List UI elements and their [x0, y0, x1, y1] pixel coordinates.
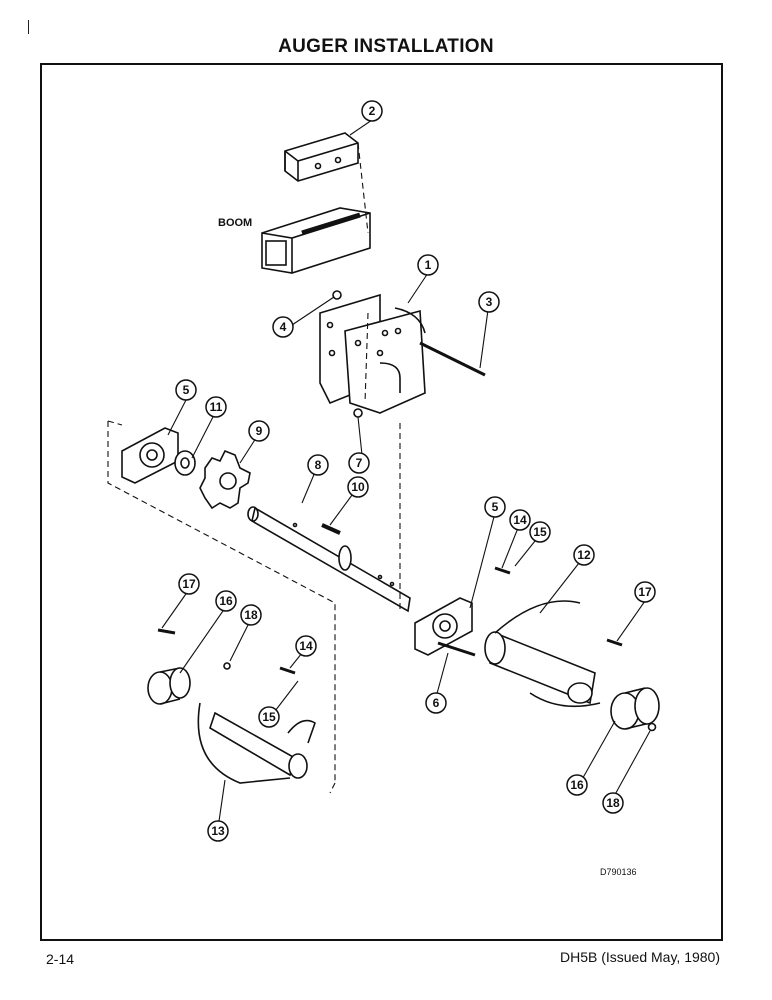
svg-text:8: 8 [315, 458, 322, 472]
callout-17-left: 17 [178, 573, 200, 595]
svg-text:16: 16 [219, 594, 233, 608]
svg-text:4: 4 [280, 320, 287, 334]
callout-18-right: 18 [602, 792, 624, 814]
auger-part-12 [484, 600, 601, 708]
callout-7: 7 [348, 452, 370, 474]
margin-mark [28, 20, 29, 34]
svg-text:13: 13 [211, 824, 225, 838]
callout-8: 8 [307, 454, 329, 476]
end-cap-right [610, 687, 660, 730]
svg-text:17: 17 [182, 577, 196, 591]
boom-tube [261, 207, 371, 274]
callout-12: 12 [573, 544, 595, 566]
svg-text:17: 17 [638, 585, 652, 599]
callout-6: 6 [425, 692, 447, 714]
auger-part-13 [197, 702, 316, 784]
flange-bearing-left [121, 427, 179, 484]
callout-3: 3 [478, 291, 500, 313]
callout-15-right: 15 [529, 521, 551, 543]
sprocket-part-9 [199, 449, 251, 510]
svg-text:7: 7 [356, 456, 363, 470]
svg-text:11: 11 [210, 400, 223, 414]
callout-9: 9 [248, 420, 270, 442]
callout-16-left: 16 [215, 590, 237, 612]
svg-text:9: 9 [256, 424, 263, 438]
svg-text:14: 14 [513, 513, 527, 527]
drawing-id: D790136 [600, 867, 637, 877]
svg-text:5: 5 [492, 500, 499, 514]
svg-text:18: 18 [244, 608, 258, 622]
page-title: AUGER INSTALLATION [278, 36, 494, 57]
callout-11: 11 [205, 396, 227, 418]
callout-2: 2 [361, 100, 383, 122]
svg-text:12: 12 [577, 548, 591, 562]
callout-bubbles: 2 1 3 4 5 11 9 7 8 10 5 14 15 12 17 16 1… [175, 100, 656, 842]
svg-text:3: 3 [486, 295, 493, 309]
callout-10: 10 [347, 476, 369, 498]
svg-text:10: 10 [351, 480, 365, 494]
callout-17-right: 17 [634, 581, 656, 603]
document-reference: DH5B (Issued May, 1980) [559, 949, 720, 965]
svg-text:6: 6 [433, 696, 440, 710]
svg-text:1: 1 [425, 258, 432, 272]
callout-14-left: 14 [295, 635, 317, 657]
mount-bracket-part-1 [319, 293, 426, 414]
svg-text:18: 18 [606, 796, 620, 810]
callout-13: 13 [207, 820, 229, 842]
svg-text:2: 2 [369, 104, 376, 118]
callout-5-left: 5 [175, 379, 197, 401]
flange-bearing-right [414, 597, 473, 656]
callout-5-right: 5 [484, 496, 506, 518]
shaft-part-8 [247, 506, 411, 613]
svg-text:15: 15 [262, 710, 276, 724]
svg-text:14: 14 [299, 639, 313, 653]
svg-text:5: 5 [183, 383, 190, 397]
callout-14-right: 14 [509, 509, 531, 531]
boom-label: BOOM [218, 217, 252, 229]
callout-16-right: 16 [566, 774, 588, 796]
callout-4: 4 [272, 316, 294, 338]
callout-1: 1 [417, 254, 439, 276]
end-cap-left [147, 667, 191, 705]
exploded-parts-diagram: 2 1 3 4 5 11 9 7 8 10 5 14 15 12 17 16 1… [107, 100, 660, 877]
svg-text:15: 15 [533, 525, 547, 539]
diagram-frame [40, 63, 723, 941]
u-bracket-part-2 [284, 132, 359, 182]
callout-15-left: 15 [258, 706, 280, 728]
callout-18-left: 18 [240, 604, 262, 626]
svg-text:16: 16 [570, 778, 584, 792]
page-number: 2-14 [46, 951, 75, 967]
